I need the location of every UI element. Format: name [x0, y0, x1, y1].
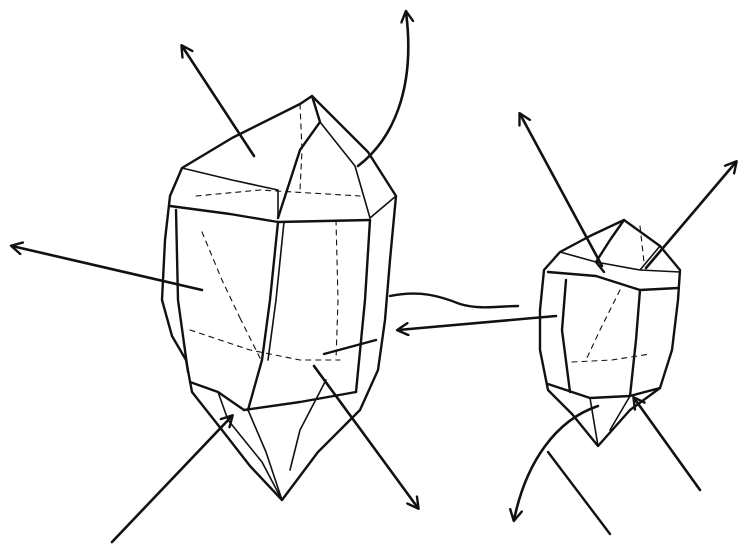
wavy-connector-line [390, 294, 518, 308]
large-crystal-arrows [12, 12, 418, 542]
small-crystal-prism-edge-center [630, 290, 640, 396]
large-crystal-lower-belt [190, 382, 356, 410]
small-crystal-lower-belt [548, 384, 660, 398]
arrow-small-top-left [520, 114, 602, 266]
large-crystal-bottom-facet-center [248, 410, 282, 500]
small-crystal-bottom-line [548, 452, 610, 534]
large-crystal [162, 96, 396, 500]
large-crystal-upper-belt [170, 206, 370, 222]
large-crystal-hidden-edge-4 [336, 220, 338, 360]
large-crystal-outline [162, 96, 396, 500]
large-crystal-center-tick [324, 340, 376, 354]
connector [390, 294, 556, 330]
large-crystal-top-ridge [278, 96, 320, 218]
small-crystal-arrows [514, 114, 736, 534]
small-crystal-hidden-edge-2 [586, 290, 620, 360]
large-crystal-hidden-edge-6 [240, 318, 262, 362]
arrow-to-large-crystal [398, 316, 556, 330]
small-crystal-prism-edge-left [562, 280, 570, 392]
arrow-small-bottom-right [634, 398, 700, 490]
large-crystal-hidden-edge-3 [202, 232, 240, 318]
arrow-small-top-right [646, 162, 736, 268]
large-crystal-bottom-facet-right [290, 380, 326, 470]
small-crystal-upper-belt [548, 272, 678, 290]
arrow-top-curved [358, 12, 408, 166]
arrow-left [12, 246, 202, 290]
arrow-top-left [182, 46, 254, 156]
arrow-down-right [314, 366, 418, 508]
small-crystal-hidden-edge-3 [572, 354, 650, 362]
large-crystal-prism-edge-right [356, 220, 370, 392]
small-crystal-hidden-edge-1 [640, 226, 644, 262]
small-crystal-bottom-facets [590, 396, 630, 446]
arrow-up-into-bottom [112, 416, 232, 542]
